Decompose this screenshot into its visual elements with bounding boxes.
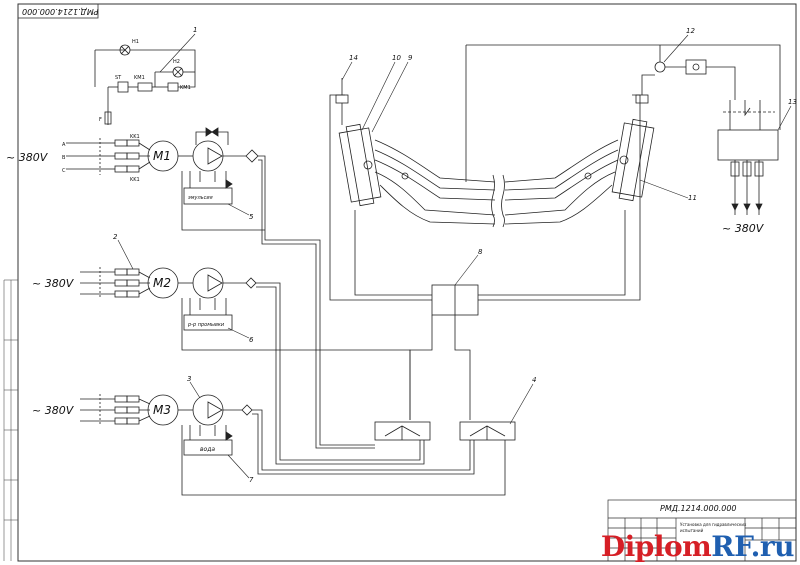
callout-11: 11 (688, 194, 697, 202)
watermark-rf: RF.ru (711, 530, 794, 563)
label-km1b: KM1 (180, 85, 191, 91)
title-block-name-2: испытаний (680, 528, 704, 533)
motor-m2-label: M2 (153, 276, 171, 290)
check-valve-3-icon (241, 404, 253, 416)
label-st: ST (115, 75, 122, 81)
label-km1: KM1 (134, 75, 145, 81)
check-valve-1-icon (245, 149, 259, 163)
control-circuit (94, 44, 196, 125)
callout-14: 14 (349, 54, 358, 62)
pipe-network (252, 155, 475, 475)
motor-m3-label: M3 (153, 403, 171, 417)
distributor-right (459, 421, 516, 441)
drawing-code: РМД.1214.000.000 (660, 504, 737, 513)
leader-lines (117, 33, 792, 479)
sensor-14 (335, 78, 349, 125)
tank-2-label: р-р промывки (187, 322, 225, 328)
callout-12: 12 (686, 27, 695, 35)
fuse-f-icon (104, 111, 112, 125)
tank-1-label: эмульсия (188, 195, 213, 201)
label-kk1b: KK1 (130, 177, 140, 183)
tank-3 (183, 439, 233, 456)
sheet-border (17, 3, 797, 562)
callout-4: 4 (532, 376, 536, 384)
callout-7: 7 (249, 476, 254, 484)
voltage-m2: ~ 380V (32, 277, 75, 290)
drawing-code-top: РМД.1214.000.000 (22, 7, 99, 16)
callout-1: 1 (193, 26, 197, 34)
tank-1 (183, 187, 233, 205)
axle-housing (338, 44, 781, 228)
voltage-m1: ~ 380V (6, 151, 49, 164)
label-f: F (99, 117, 102, 123)
block-8 (329, 94, 641, 316)
label-h1: H1 (132, 39, 139, 45)
control-panel-13 (717, 100, 779, 215)
callout-6: 6 (249, 336, 254, 344)
phase-b: B (62, 155, 66, 161)
phase-a: A (62, 142, 66, 148)
title-block-name-1: Установка для гидравлических (680, 522, 747, 527)
callout-3: 3 (187, 375, 191, 383)
title-block (607, 499, 797, 562)
left-stamp-strip (3, 279, 18, 561)
watermark-diplom: Diplom (600, 530, 712, 563)
label-h2: H2 (173, 59, 180, 65)
valve-1-icon (205, 127, 213, 137)
voltage-right: ~ 380V (722, 222, 765, 235)
callout-2: 2 (113, 233, 118, 241)
three-phase-input-1 (66, 138, 151, 175)
phase-c: C (62, 168, 66, 174)
top-code-box (17, 3, 99, 19)
callout-8: 8 (478, 248, 483, 256)
motor-m2-assembly (80, 267, 411, 420)
callout-9: 9 (408, 54, 413, 62)
distributor-left (374, 421, 431, 441)
motor-m1-assembly (66, 127, 265, 231)
switch-st-icon (117, 81, 129, 93)
callout-13: 13 (788, 98, 797, 106)
watermark-logo: DiplomRF.ru (600, 530, 795, 563)
callout-5: 5 (249, 213, 254, 221)
three-phase-input-2 (80, 267, 151, 299)
tank-3-label: вода (200, 446, 215, 453)
check-valve-2-icon (245, 277, 257, 289)
motor-m1-label: M1 (153, 149, 171, 163)
callout-10: 10 (392, 54, 401, 62)
sensor-12 (635, 45, 736, 104)
voltage-m3: ~ 380V (32, 404, 75, 417)
labels: ~ 380V ~ 380V ~ 380V ~ 380V M1 M2 M3 A B… (6, 26, 797, 533)
label-kk1: KK1 (130, 134, 140, 140)
coil-km1-icon (137, 82, 153, 92)
three-phase-input-3 (80, 394, 151, 426)
tank-2 (183, 314, 233, 331)
motor-m3-assembly (80, 394, 506, 496)
